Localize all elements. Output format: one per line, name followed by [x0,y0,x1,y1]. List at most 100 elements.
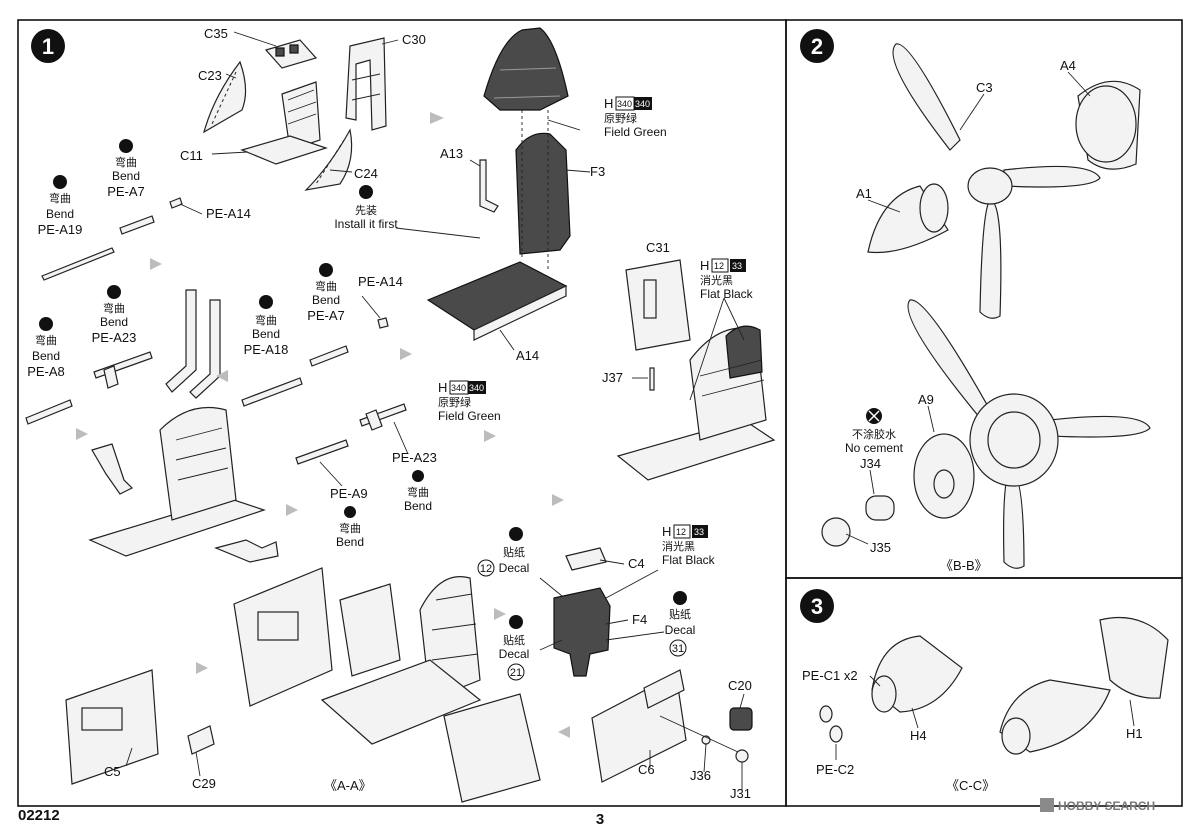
label-a4: A4 [1060,58,1076,73]
label-c4: C4 [628,556,645,571]
svg-text:340: 340 [469,383,484,393]
svg-text:Bend: Bend [32,349,60,363]
svg-text:原野绿: 原野绿 [438,395,471,409]
svg-text:Decal: Decal [499,561,530,575]
label-a13: A13 [440,146,463,161]
pe-a9-drawing [295,439,349,465]
svg-text:3: 3 [811,594,823,619]
part-h4-drawing [871,635,963,713]
pe-a23-b-drawing [359,403,407,431]
svg-text:先装: 先装 [355,204,377,217]
part-pe-c2-drawing [829,725,843,743]
label-c29: C29 [192,776,216,791]
label-pe-a9: PE-A9 [330,486,368,501]
part-c24-drawing [304,128,353,191]
pe-a8-drawing [25,399,73,425]
label-c6: C6 [638,762,655,777]
no-cement-cn: 不涂胶水 [852,427,896,441]
page-number: 3 [596,811,604,826]
part-pe-c1-drawing [819,705,833,723]
view-label-c-c: 《C-C》 [946,778,995,793]
cockpit-seat-drawing [616,325,776,481]
label-c30: C30 [402,32,426,47]
bend-marker-pe-a18: 弯曲 Bend PE-A18 [244,295,289,357]
seat-back-drawing [483,27,569,111]
part-a14-drawing [426,261,568,341]
label-pe-a7-b: PE-A7 [307,308,345,323]
color-callout-h12-top: H 12 33 消光黑 Flat Black [700,258,754,301]
product-code: 02212 [18,807,60,824]
svg-text:贴纸: 贴纸 [503,633,525,647]
bend-marker-pe-a8: 弯曲 Bend PE-A8 [27,317,65,379]
part-c4-drawing [565,547,607,571]
decal-icon [509,615,523,629]
step-2-badge: 2 [800,29,834,63]
install-first-marker: 先装 Install it first [334,185,398,231]
bend-icon [412,470,424,482]
part-c35-drawing [264,39,318,69]
svg-text:12: 12 [480,563,492,575]
svg-text:21: 21 [510,667,522,679]
label-c11: C11 [180,148,203,163]
svg-text:弯曲: 弯曲 [49,191,71,205]
part-h1-drawing [999,616,1169,755]
part-j35-drawing [821,517,851,547]
svg-text:12: 12 [714,261,724,271]
part-a1-drawing [867,183,949,254]
svg-text:33: 33 [732,261,742,271]
decal-12-marker: 贴纸 Decal 12 [477,527,530,577]
svg-text:Bend: Bend [46,207,74,221]
label-a1: A1 [856,186,872,201]
label-pe-a18: PE-A18 [244,342,289,357]
svg-text:弯曲: 弯曲 [35,333,57,347]
svg-text:Field Green: Field Green [438,409,501,423]
label-c35: C35 [204,26,228,41]
part-c5-drawing [65,669,159,785]
svg-text:1: 1 [42,34,54,59]
pe-a7-b-drawing [309,317,389,367]
label-pe-a23: PE-A23 [92,330,137,345]
svg-text:Decal: Decal [665,623,696,637]
no-cement-en: No cement [845,441,904,455]
part-c30-drawing [345,37,387,131]
pe-a19-drawing [41,247,115,281]
svg-text:340: 340 [635,99,650,109]
label-j34: J34 [860,456,881,471]
step-1-badge: 1 [31,29,65,63]
cockpit-a-a-drawing [233,567,541,803]
leader-lines-step2 [845,71,1091,545]
svg-text:消光黑: 消光黑 [700,273,733,287]
svg-text:Flat Black: Flat Black [700,287,754,301]
part-f4-drawing [553,587,611,677]
label-c5: C5 [104,764,121,779]
label-a9: A9 [918,392,934,407]
bend-icon [53,175,67,189]
leader-lines-step3 [835,675,1135,760]
svg-text:Field Green: Field Green [604,125,667,139]
bend-marker-pe-a19: 弯曲 Bend PE-A19 [38,175,82,237]
svg-text:消光黑: 消光黑 [662,539,695,553]
label-pe-a8: PE-A8 [27,364,65,379]
part-c29-drawing [187,725,215,755]
label-j35: J35 [870,540,891,555]
svg-text:弯曲: 弯曲 [255,313,277,327]
view-label-b-b: 《B-B》 [940,558,988,573]
bend-marker-pe-a9: 弯曲 Bend [336,506,364,549]
part-j37-drawing [649,367,655,391]
svg-text:Flat Black: Flat Black [662,553,716,567]
label-pe-a14-b: PE-A14 [358,274,403,289]
flow-arrows [76,112,570,738]
svg-text:340: 340 [451,383,466,393]
bend-icon [344,506,356,518]
bend-icon [259,295,273,309]
svg-text:Bend: Bend [100,315,128,329]
view-label-a-a: 《A-A》 [324,778,372,793]
svg-text:H: H [438,380,447,395]
label-pe-a23-b: PE-A23 [392,450,437,465]
decal-31-marker: 贴纸 Decal 31 [665,591,696,657]
watermark: HOBBY SEARCH [1040,798,1155,813]
part-c6-drawing [591,669,687,783]
svg-text:Bend: Bend [312,293,340,307]
label-f3: F3 [590,164,605,179]
part-c23-drawing [203,60,247,134]
